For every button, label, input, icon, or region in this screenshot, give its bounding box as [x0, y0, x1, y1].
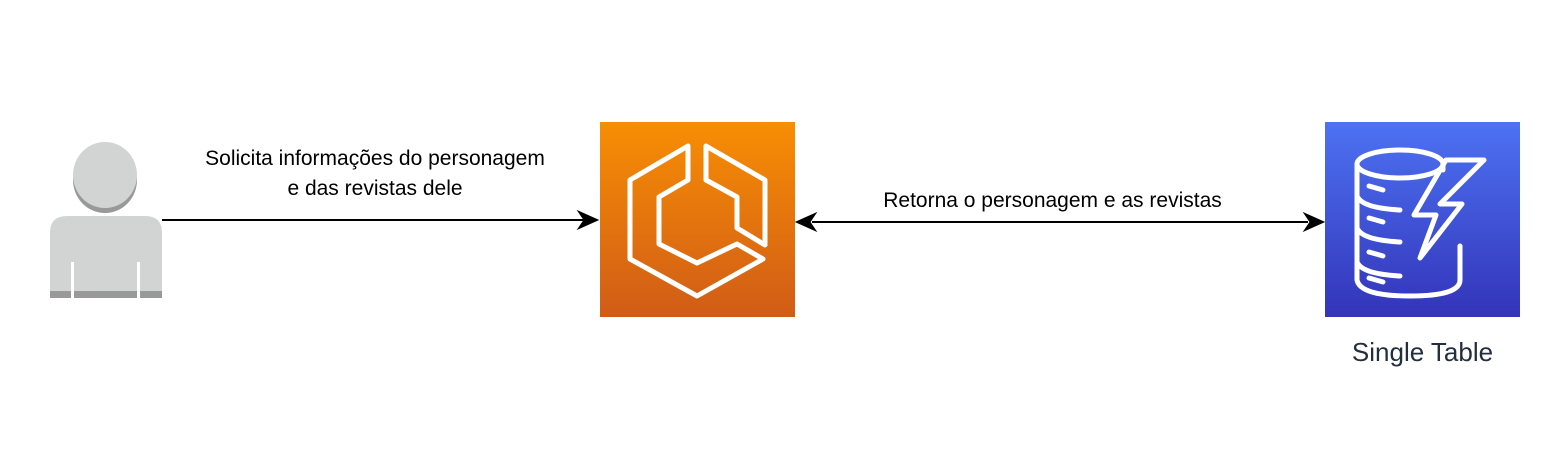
dynamodb-icon [1325, 122, 1520, 317]
database-node-label: Single Table [1351, 337, 1494, 367]
request-arrow [162, 209, 600, 231]
ecs-container-service-icon [600, 122, 795, 317]
request-edge-label: Solicita informações do personagem e das… [160, 144, 590, 204]
user-icon [50, 142, 162, 298]
response-arrow [794, 211, 1326, 233]
request-label-line-1: Solicita informações do personagem [205, 147, 545, 170]
request-label-line-2: e das revistas dele [287, 177, 463, 200]
response-edge-label: Retorna o personagem e as revistas [883, 189, 1222, 212]
